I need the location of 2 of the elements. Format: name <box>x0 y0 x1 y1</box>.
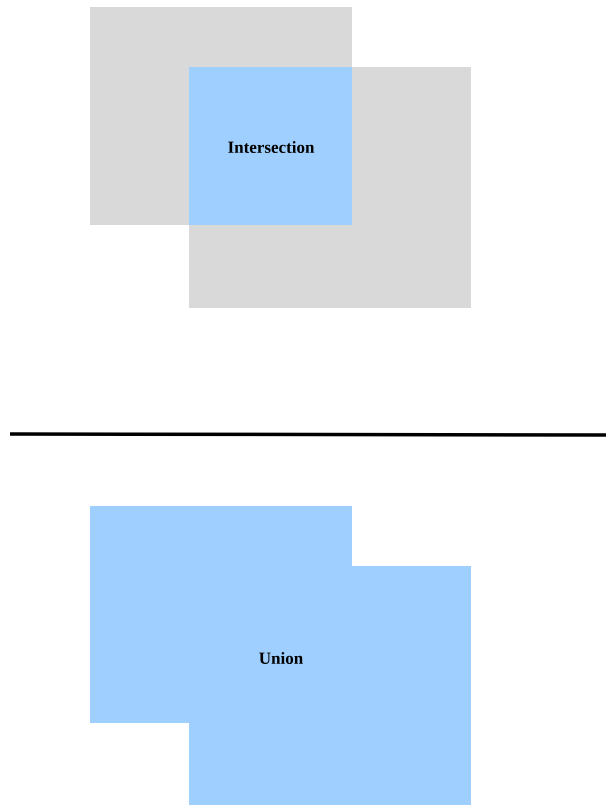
intersection-region: Intersection <box>189 67 352 225</box>
union-region: Union <box>90 506 471 805</box>
